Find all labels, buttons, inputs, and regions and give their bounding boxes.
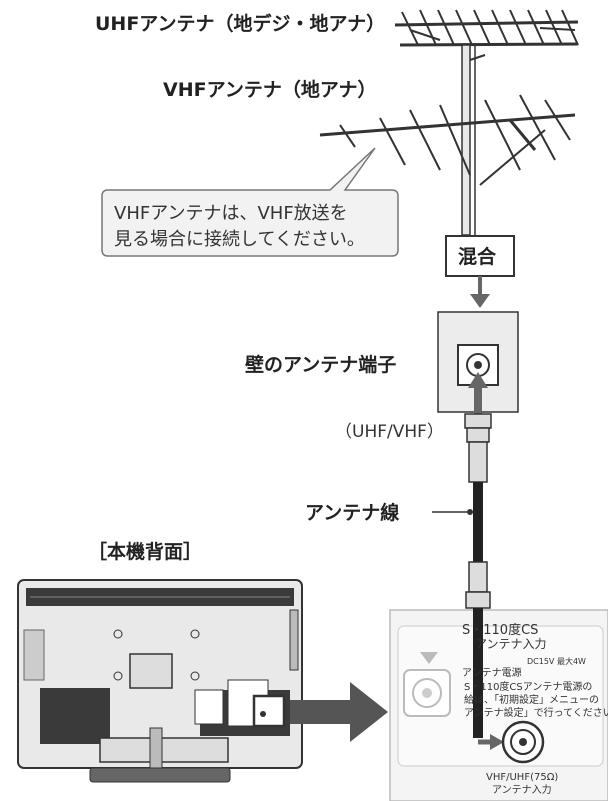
- callout-text-line2: 見る場合に接続してください。: [114, 229, 365, 250]
- antenna-cable-label: アンテナ線: [305, 501, 399, 524]
- uhf-antenna-label: UHFアンテナ（地デジ・地アナ）: [95, 12, 385, 35]
- vhf-antenna: [319, 94, 576, 186]
- vhf-antenna-label: VHFアンテナ（地アナ）: [163, 78, 376, 101]
- tv-back-label: ［本機背面］: [88, 540, 202, 563]
- panel-power-label: アンテナ電源: [462, 666, 522, 679]
- mixer-box: [445, 235, 515, 277]
- callout-bubble: [101, 147, 399, 257]
- panel-vu-line1: VHF/UHF(75Ω): [486, 772, 558, 783]
- antenna-cable: [464, 413, 492, 609]
- down-arrow: [470, 276, 490, 308]
- panel-vu-line2: アンテナ入力: [492, 783, 552, 796]
- panel-note-line2: 給は、「初期設定」メニューの: [464, 693, 599, 706]
- callout-text-line1: VHFアンテナは、VHF放送を: [114, 203, 348, 224]
- uhf-antenna: [394, 9, 579, 236]
- panel-cs-line1: S・110度CS: [462, 622, 538, 638]
- panel-dc-spec: DC15V 最大4W: [527, 656, 586, 666]
- mixer-label: 混合: [458, 245, 497, 268]
- up-arrow: [468, 372, 488, 414]
- panel-note-line1: S・110度CSアンテナ電源の: [464, 680, 592, 693]
- uhf-vhf-label: （UHF/VHF）: [335, 422, 444, 442]
- tv-back: [17, 579, 303, 783]
- panel-cs-line2: アンテナ入力: [475, 637, 547, 651]
- antenna-panel: [389, 608, 608, 801]
- big-arrow: [290, 682, 388, 742]
- panel-note-line3: アンテナ設定」で行ってください。: [464, 706, 608, 719]
- wall-terminal-label: 壁のアンテナ端子: [245, 353, 396, 376]
